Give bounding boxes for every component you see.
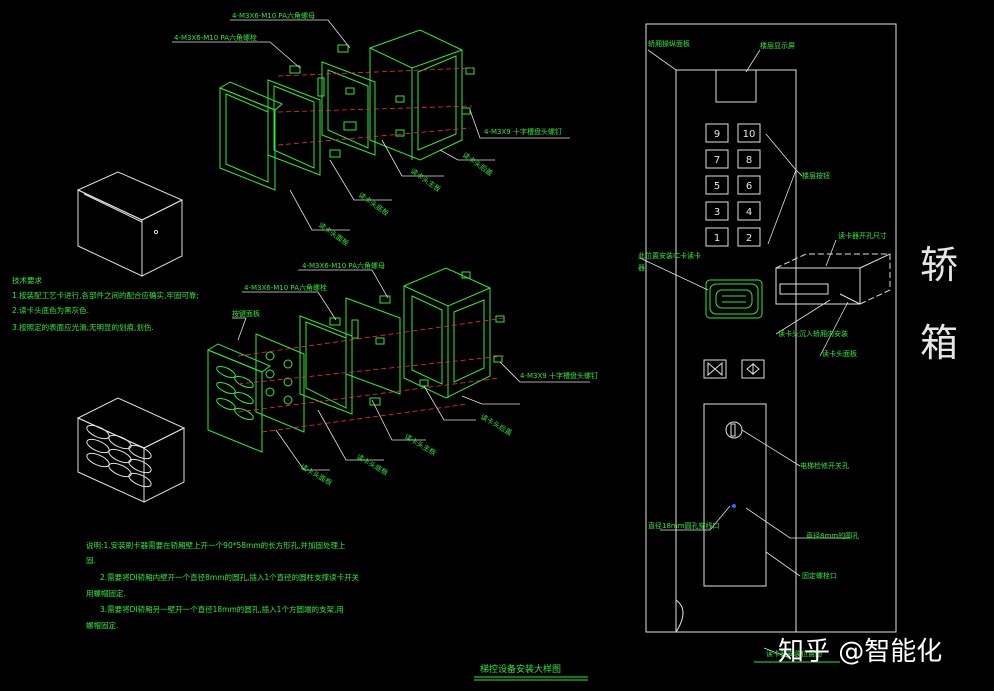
floor-button-label: 9: [714, 129, 720, 140]
reader-cutout-sketch: [775, 253, 891, 305]
lower-screw-top-label: 4-M3X6-M10 PA六角螺母: [302, 261, 385, 270]
floor-button-grid: 9 10 7 8 5 6 3 4 1 2: [705, 123, 761, 247]
floor-button-4: [737, 201, 761, 221]
tech-req-line1: 1.按装配工艺卡进行,各部件之间的配合应确实,牢固可靠;: [12, 290, 199, 300]
label-bottom: 读卡器安装位置图: [766, 649, 822, 658]
label-size: 读卡器开孔尺寸: [838, 231, 887, 240]
watermark: 知乎 @智能化: [778, 637, 942, 667]
label-screw: 固定螺栓口: [802, 571, 837, 580]
upper-part-base-label: 读卡头底板: [357, 190, 391, 217]
floor-button-1: [705, 227, 729, 247]
floor-button-8: [737, 149, 761, 169]
floor-button-7: [705, 149, 729, 169]
car-text-bottom: 箱: [920, 321, 958, 365]
floor-button-label: 10: [743, 129, 756, 140]
lower-part-panel-label: 读卡头面板: [299, 462, 334, 487]
floor-button-5: [705, 175, 729, 195]
floor-button-2: [737, 227, 761, 247]
upper-screw-top-label: 4-M3X6-M10 PA六角螺母: [232, 11, 315, 20]
label-hole8: 直径8mm的圆孔: [806, 531, 859, 540]
label-hole18: 直径18mm圆孔穿线口: [648, 521, 720, 530]
instr-line5: 3.需要将DI轿厢另一壁开一个直径18mm的圆孔,插入1个方圆端的支架,用: [100, 604, 344, 614]
upper-part-cover-label: 读卡头后盖: [461, 150, 495, 177]
tech-req-title: 技术要求: [12, 275, 42, 285]
floor-button-label: 3: [714, 207, 720, 218]
upper-screw-left-label: 4-M3X6-M10 PA六角螺栓: [174, 33, 257, 42]
lower-assembly: 4-M3X6-M10 PA六角螺母 4-M3X6-M10 PA六角螺栓 按键面板…: [206, 261, 598, 487]
floor-button-label: 7: [714, 155, 720, 166]
tech-req-line3: 3.按照定的表面应光滑,无明显的划痕,划伤.: [12, 322, 154, 332]
instr-line4: 用螺帽固定.: [86, 588, 126, 598]
box-keypad: [76, 397, 186, 503]
label-reader-pos: 此位置安装IC卡读卡: [638, 251, 701, 260]
label-reader-pos2: 器: [638, 264, 645, 272]
floor-button-9: [705, 123, 729, 143]
floor-button-label: 1: [714, 233, 720, 244]
instructions: 说明:1.安装刷卡器需要在轿厢壁上开一个90*58mm的长方形孔,并加固处理上 …: [86, 540, 360, 630]
car-panel: 9 10 7 8 5 6 3 4 1 2: [638, 23, 958, 663]
lower-part-cover-label: 读卡头后盖: [479, 412, 514, 437]
label-install: 读卡头沉入轿厢内安装: [778, 329, 848, 338]
instr-line3: 2.需要将DI轿厢内壁开一个直径8mm的圆孔,插入1个直径的圆柱支撑读卡开关: [100, 572, 360, 582]
label-buttons: 楼层按钮: [802, 171, 830, 180]
tech-req-line2: 2.读卡头底色为黑灰色.: [12, 305, 89, 315]
floor-button-label: 6: [746, 181, 752, 192]
label-reader: 读卡头面板: [822, 349, 857, 358]
label-display: 楼层显示屏: [760, 41, 795, 50]
floor-button-6: [737, 175, 761, 195]
lower-screw-left-label: 4-M3X6-M10 PA六角螺栓: [244, 283, 327, 292]
lower-part-board-label: 读卡头主板: [403, 432, 438, 457]
upper-part-panel-label: 读卡头面板: [317, 220, 351, 247]
lower-part-keypad-label: 按键面板: [232, 309, 260, 318]
car-text-top: 轿: [920, 243, 958, 287]
instr-line6: 螺帽固定.: [86, 620, 118, 630]
instr-line2: 固.: [86, 556, 96, 565]
floor-button-label: 8: [746, 155, 752, 166]
instr-line1: 说明:1.安装刷卡器需要在轿厢壁上开一个90*58mm的长方形孔,并加固处理上: [86, 540, 346, 550]
floor-button-label: 2: [746, 233, 752, 244]
upper-part-board-label: 读卡头主板: [409, 166, 443, 193]
floor-button-label: 4: [746, 207, 752, 218]
floor-button-3: [705, 201, 729, 221]
floor-button-label: 5: [714, 181, 720, 192]
lower-part-base-label: 读卡头底板: [355, 452, 390, 477]
upper-screw-right-label: 4-M3X9 十字槽盘头螺钉: [484, 127, 562, 136]
upper-assembly: 4-M3X6-M10 PA六角螺母 4-M3X6-M10 PA六角螺栓 4-M3…: [172, 11, 570, 248]
tech-requirements: 技术要求 1.按装配工艺卡进行,各部件之间的配合应确实,牢固可靠; 2.读卡头底…: [12, 275, 199, 332]
drawing-title: 梯控设备安装大样图: [480, 663, 561, 675]
label-switch: 电梯检修开关孔: [800, 461, 849, 470]
label-mount: 轿厢操纵面板: [648, 39, 690, 48]
floor-button-10: [737, 123, 761, 143]
lower-screw-right-label: 4-M3X9 十字槽盘头螺钉: [520, 371, 598, 380]
box-plain: [76, 171, 184, 277]
